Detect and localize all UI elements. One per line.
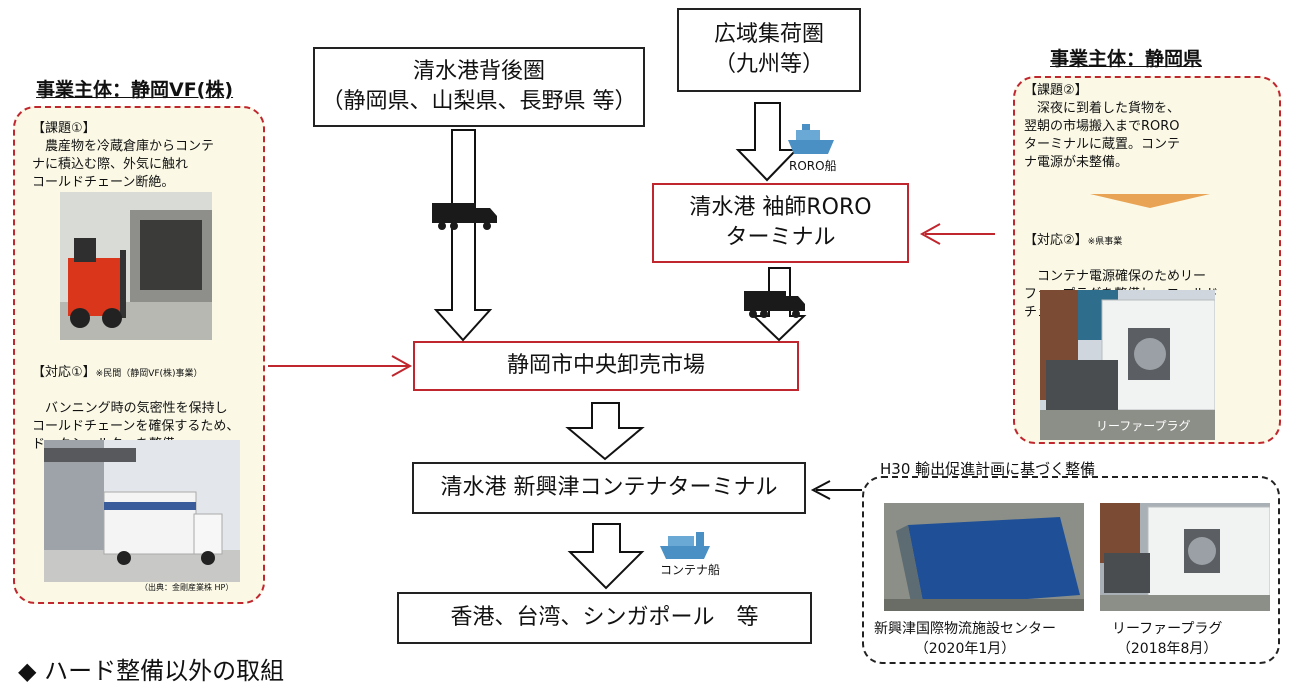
wide-area-box: 広域集荷圏 （九州等） [677, 8, 861, 92]
roro-ship-icon [788, 124, 834, 154]
container-ship-icon [660, 532, 710, 559]
reefer-plug-photo-2 [1100, 503, 1270, 611]
right-panel-title: 事業主体：静岡県 [1050, 48, 1203, 70]
truck-icon [432, 203, 497, 230]
left-response-note: ※民間（静岡VF(株)事業） [95, 368, 203, 379]
section-heading: ◆ ハード整備以外の取組 [18, 657, 285, 685]
sodeshi-roro-terminal-box: 清水港 袖師RORO ターミナル [652, 183, 909, 263]
black-arrowhead [810, 480, 831, 500]
container-ship-label: コンテナ船 [660, 563, 721, 577]
red-arrowhead-left [391, 355, 413, 377]
shimizu-hinterland-box: 清水港背後圏 （静岡県、山梨県、長野県 等） [313, 47, 645, 127]
right-issue-text: 【課題②】 深夜に到着した貨物を、 翌朝の市場搬入までRORO ターミナルに蔵置… [1024, 83, 1181, 170]
red-arrowhead-right [919, 223, 941, 245]
arrow-widearea-to-terminal [735, 102, 799, 182]
dock-shelter-photo [44, 440, 240, 582]
right-response-head: 【対応②】 [1024, 232, 1088, 248]
right-response-note: ※県事業 [1087, 236, 1123, 247]
okitsu-container-terminal-box: 清水港 新興津コンテナターミナル [412, 462, 806, 514]
truck-icon [744, 291, 805, 318]
roro-ship-label: RORO船 [789, 159, 837, 173]
destinations-box: 香港、台湾、シンガポール 等 [397, 592, 812, 644]
left-source-note: （出典：金剛産業株 HP） [140, 583, 234, 592]
reefer-plug-photo [1040, 290, 1215, 440]
logistics-center-caption: 新興津国際物流施設センター （2020年1月） [874, 621, 1056, 657]
left-response-text: 【対応①】※民間（静岡VF(株)事業） バンニング時の気密性を保持し コールドチ… [32, 346, 239, 454]
reefer-plug-photo-label: リーファープラグ [1096, 419, 1191, 433]
down-triangle [1090, 194, 1210, 208]
forklift-photo [60, 192, 212, 340]
flow-arrows [268, 102, 995, 590]
left-issue-text: 【課題①】 農産物を冷蔵倉庫からコンテ ナに積込む際、外気に触れ コールドチェー… [32, 121, 215, 190]
arrow-hinterland-to-market [433, 129, 493, 342]
left-panel-title: 事業主体：静岡VF(株) [36, 79, 234, 101]
left-response-head: 【対応①】 [32, 364, 96, 380]
reefer-plug-caption: リーファープラグ （2018年8月） [1112, 621, 1223, 657]
bottom-panel-title: H30 輸出促進計画に基づく整備 [880, 460, 1096, 478]
shizuoka-market-box: 静岡市中央卸売市場 [413, 341, 799, 391]
arrow-okitsu-to-destinations [567, 523, 645, 590]
logistics-center-photo [884, 503, 1084, 611]
arrow-market-to-okitsu [565, 402, 645, 461]
